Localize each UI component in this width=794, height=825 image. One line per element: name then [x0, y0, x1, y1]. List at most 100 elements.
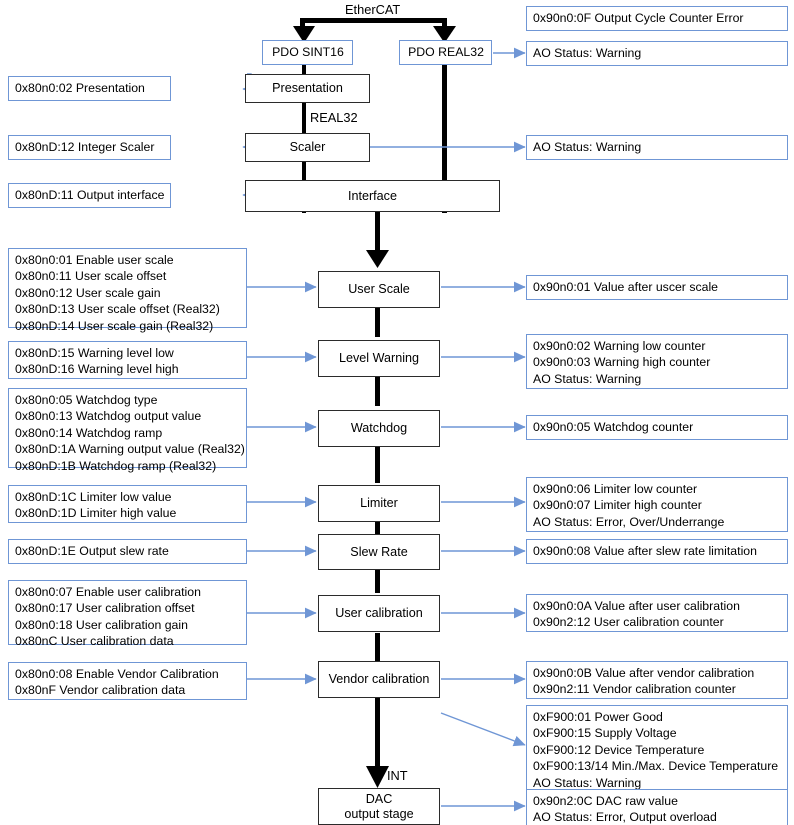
- output-box-scaler-status[interactable]: AO Status: Warning: [526, 135, 788, 160]
- path-spine-to-user-scale: [375, 211, 380, 261]
- param-line: 0xF900:01 Power Good: [533, 710, 663, 724]
- path-real32-to-interface: [442, 63, 447, 181]
- block-slew-rate[interactable]: Slew Rate: [318, 534, 440, 570]
- param-line: 0x80nD:12 Integer Scaler: [15, 140, 155, 154]
- block-level-warning[interactable]: Level Warning: [318, 340, 440, 377]
- input-box-scaler[interactable]: 0x80nD:12 Integer Scaler: [8, 135, 171, 160]
- param-line: 0x80n0:13 Watchdog output value: [15, 409, 202, 424]
- param-line: 0x90n0:02 Warning low counter: [533, 339, 706, 353]
- pdo-sint16-box[interactable]: PDO SINT16: [262, 40, 353, 65]
- block-watchdog[interactable]: Watchdog: [318, 410, 440, 447]
- param-line: 0x80n0:18 User calibration gain: [15, 617, 188, 632]
- param-line: 0xF900:13/14 Min./Max. Device Temperatur…: [533, 759, 779, 774]
- output-box-vendor-calibration[interactable]: 0x90n0:0B Value after vendor calibration…: [526, 661, 788, 699]
- param-line: 0x80n0:07 Enable user calibration: [15, 585, 201, 599]
- input-box-user-scale[interactable]: 0x80n0:01 Enable user scale 0x80n0:11 Us…: [8, 248, 247, 333]
- param-line: 0x90n0:05 Watchdog counter: [533, 420, 694, 434]
- edge-label-real32: REAL32: [310, 110, 358, 125]
- param-line: 0xF900:15 Supply Voltage: [533, 726, 677, 741]
- param-line: 0x80n0:08 Enable Vendor Calibration: [15, 667, 219, 681]
- param-line: 0x80nD:1A Warning output value (Real32): [15, 442, 245, 457]
- param-line: 0x90n0:0F Output Cycle Counter Error: [533, 11, 744, 25]
- input-box-interface[interactable]: 0x80nD:11 Output interface: [8, 183, 171, 208]
- block-user-scale[interactable]: User Scale: [318, 271, 440, 308]
- block-limiter-label: Limiter: [360, 496, 398, 510]
- param-line: 0x90n0:07 Limiter high counter: [533, 498, 702, 513]
- block-vendor-calibration-label: Vendor calibration: [328, 672, 430, 686]
- output-box-level-warning[interactable]: 0x90n0:02 Warning low counter 0x90n0:03 …: [526, 334, 788, 389]
- output-box-limiter[interactable]: 0x90n0:06 Limiter low counter 0x90n0:07 …: [526, 477, 788, 532]
- output-box-pdo-real32-status[interactable]: AO Status: Warning: [526, 41, 788, 66]
- output-box-watchdog[interactable]: 0x90n0:05 Watchdog counter: [526, 415, 788, 440]
- conn-out-device-status: [440, 712, 526, 747]
- output-box-slew-rate[interactable]: 0x90n0:08 Value after slew rate limitati…: [526, 539, 788, 564]
- output-box-dac[interactable]: 0x90n2:0C DAC raw value AO Status: Error…: [526, 789, 788, 825]
- param-line: 0x80n0:17 User calibration offset: [15, 601, 195, 616]
- input-box-level-warning[interactable]: 0x80nD:15 Warning level low 0x80nD:16 Wa…: [8, 341, 247, 379]
- ethercat-label: EtherCAT: [345, 2, 401, 17]
- param-line: 0x90n0:01 Value after uscer scale: [533, 280, 719, 294]
- output-box-user-scale[interactable]: 0x90n0:01 Value after uscer scale: [526, 275, 788, 300]
- block-user-scale-label: User Scale: [348, 282, 410, 296]
- input-box-user-calibration[interactable]: 0x80n0:07 Enable user calibration 0x80n0…: [8, 580, 247, 648]
- input-box-watchdog[interactable]: 0x80n0:05 Watchdog type 0x80n0:13 Watchd…: [8, 388, 247, 473]
- block-user-calibration[interactable]: User calibration: [318, 595, 440, 632]
- block-scaler[interactable]: Scaler: [245, 133, 370, 162]
- param-line: 0x80nD:1D Limiter high value: [15, 506, 177, 521]
- param-line: 0x80nC User calibration data: [15, 634, 174, 649]
- block-interface[interactable]: Interface: [245, 180, 500, 212]
- block-limiter[interactable]: Limiter: [318, 485, 440, 522]
- block-slew-rate-label: Slew Rate: [350, 544, 408, 559]
- output-box-cycle-counter-error[interactable]: 0x90n0:0F Output Cycle Counter Error: [526, 6, 788, 31]
- param-line: 0x80n0:12 User scale gain: [15, 285, 161, 300]
- block-watchdog-label: Watchdog: [350, 421, 408, 435]
- param-line: 0x90n0:06 Limiter low counter: [533, 482, 698, 496]
- param-line: 0x80nF Vendor calibration data: [15, 683, 186, 698]
- path-watchdog-to-limiter: [375, 447, 380, 483]
- input-box-limiter[interactable]: 0x80nD:1C Limiter low value 0x80nD:1D Li…: [8, 485, 247, 523]
- block-interface-label: Interface: [347, 188, 397, 203]
- pdo-real32-label: PDO REAL32: [408, 45, 484, 60]
- input-box-presentation[interactable]: 0x80n0:02 Presentation: [8, 76, 171, 101]
- param-line: 0x90n0:03 Warning high counter: [533, 355, 711, 370]
- block-presentation-label: Presentation: [272, 81, 343, 95]
- param-line: 0x80n0:11 User scale offset: [15, 269, 167, 284]
- block-scaler-label: Scaler: [289, 140, 326, 154]
- path-level-warning-to-watchdog: [375, 377, 380, 406]
- pdo-real32-box[interactable]: PDO REAL32: [399, 40, 492, 65]
- param-line: 0x80nD:14 User scale gain (Real32): [15, 318, 214, 333]
- block-presentation[interactable]: Presentation: [245, 74, 370, 103]
- param-line: AO Status: Error, Over/Underrange: [533, 514, 725, 529]
- path-user-scale-to-level-warning: [375, 307, 380, 337]
- block-level-warning-label: Level Warning: [338, 351, 420, 365]
- path-scaler-to-interface: [302, 161, 306, 181]
- param-line: AO Status: Warning: [533, 371, 642, 386]
- block-vendor-calibration[interactable]: Vendor calibration: [318, 661, 440, 698]
- param-line: 0x90n2:12 User calibration counter: [533, 615, 724, 630]
- output-box-user-calibration[interactable]: 0x90n0:0A Value after user calibration 0…: [526, 594, 788, 632]
- param-line: 0x90n0:0A Value after user calibration: [533, 599, 740, 613]
- block-user-calibration-label: User calibration: [335, 606, 423, 620]
- path-limiter-to-slew-rate: [375, 521, 380, 536]
- block-dac-label-line1: DAC: [365, 791, 393, 806]
- path-ethercat-right-stem: [442, 18, 447, 26]
- input-box-slew-rate[interactable]: 0x80nD:1E Output slew rate: [8, 539, 247, 564]
- param-line: 0x90n0:0B Value after vendor calibration: [533, 666, 755, 680]
- param-line: 0x90n0:08 Value after slew rate limitati…: [533, 544, 757, 558]
- block-dac-output-stage[interactable]: DAC output stage: [318, 788, 440, 825]
- param-line: 0x80n0:14 Watchdog ramp: [15, 425, 163, 440]
- path-sint16-to-presentation: [302, 63, 306, 79]
- param-line: AO Status: Warning: [533, 140, 642, 154]
- param-line: 0x80nD:16 Warning level high: [15, 362, 179, 377]
- param-line: 0x80nD:1C Limiter low value: [15, 490, 172, 504]
- param-line: AO Status: Warning: [533, 775, 642, 790]
- input-box-vendor-calibration[interactable]: 0x80n0:08 Enable Vendor Calibration 0x80…: [8, 662, 247, 700]
- pdo-sint16-label: PDO SINT16: [272, 45, 344, 60]
- param-line: AO Status: Warning: [533, 46, 642, 60]
- output-box-device-status[interactable]: 0xF900:01 Power Good 0xF900:15 Supply Vo…: [526, 705, 788, 792]
- path-ethercat-left-stem: [300, 18, 305, 26]
- param-line: 0x80nD:11 Output interface: [15, 188, 165, 202]
- param-line: 0x80n0:05 Watchdog type: [15, 393, 158, 407]
- param-line: 0x80nD:1E Output slew rate: [15, 544, 169, 558]
